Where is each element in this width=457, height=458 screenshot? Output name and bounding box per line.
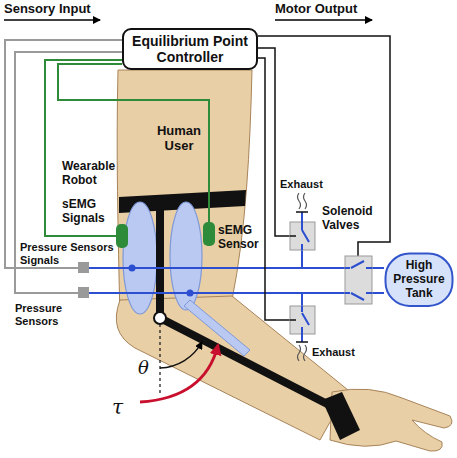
header-label: Sensory Input [4, 2, 91, 17]
pneumatic-muscle [123, 202, 157, 314]
air-line [89, 292, 345, 294]
angle-arc [160, 342, 202, 368]
elbow-joint [154, 312, 166, 324]
part-label: Exhaust [312, 346, 355, 359]
header-label: Motor Output [275, 2, 357, 17]
signal-label: sEMG Signals [62, 198, 114, 226]
semg-sensor [116, 224, 128, 248]
forearm [116, 296, 348, 440]
part-label: Pressure Sensors [15, 302, 75, 327]
controller-box: Equilibrium Point Controller [122, 28, 258, 70]
part-label: Solenoid Valves [322, 205, 382, 233]
part-label: Exhaust [280, 178, 323, 191]
air-line [301, 293, 303, 306]
part-label: Human User [150, 124, 208, 154]
semg-wire [45, 60, 122, 236]
angle-symbol: θ [138, 358, 149, 379]
solenoid-valve [290, 222, 315, 250]
exhaust-symbol [296, 334, 308, 361]
upper-arm [117, 70, 252, 320]
pressure-sensor [78, 287, 89, 298]
node-text: Equilibrium Point Controller [127, 33, 253, 65]
robot-bar [156, 200, 164, 318]
semg-sensor [203, 222, 215, 246]
air-port [129, 265, 136, 272]
part-label: sEMG Sensor [218, 224, 262, 252]
sensor-wire [5, 40, 122, 268]
torque-arrow [140, 345, 218, 402]
air-line [372, 292, 384, 294]
air-port [187, 290, 194, 297]
signal-label: Pressure Sensors Signals [20, 241, 120, 266]
motor-arrow [275, 19, 372, 21]
reference-line [159, 324, 160, 394]
part-label: Wearable Robot [62, 160, 122, 188]
wrist-strap [322, 392, 360, 440]
torque-symbol: τ [112, 396, 123, 419]
air-line [89, 267, 345, 269]
tank-ellipse: High Pressure Tank [384, 252, 454, 307]
sensor-wire [15, 52, 122, 293]
solenoid-valve [290, 306, 315, 334]
control-wire [258, 36, 390, 256]
air-line [372, 267, 384, 269]
exhaust-symbol [296, 193, 308, 222]
node-text: High Pressure Tank [388, 259, 450, 300]
sensory-arrow [4, 19, 100, 21]
pressure-sensor [78, 262, 89, 273]
solenoid-valve [345, 256, 372, 304]
control-wire [258, 48, 290, 236]
air-line [301, 250, 303, 268]
